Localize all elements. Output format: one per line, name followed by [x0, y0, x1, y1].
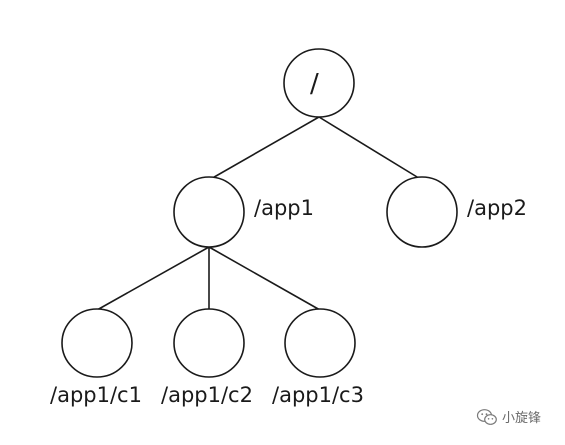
node-label-c1: /app1/c1 — [50, 383, 142, 407]
node-c3 — [284, 308, 356, 378]
edge-root-app2 — [318, 116, 423, 181]
node-app2 — [386, 176, 458, 248]
node-label-c3: /app1/c3 — [272, 383, 364, 407]
watermark: 小旋锋 — [476, 407, 541, 426]
edge-root-app1 — [208, 116, 320, 181]
watermark-text: 小旋锋 — [502, 411, 542, 426]
node-app1 — [173, 176, 245, 248]
edge-app1-c3 — [208, 246, 321, 311]
node-label-root: / — [310, 69, 319, 99]
wechat-icon — [476, 408, 497, 425]
node-label-c2: /app1/c2 — [161, 383, 253, 407]
edge-app1-c1 — [96, 246, 210, 311]
node-c1 — [61, 308, 133, 378]
node-c2 — [173, 308, 245, 378]
node-root — [283, 48, 355, 118]
node-label-app2: /app2 — [467, 196, 527, 220]
node-label-app1: /app1 — [254, 196, 314, 220]
